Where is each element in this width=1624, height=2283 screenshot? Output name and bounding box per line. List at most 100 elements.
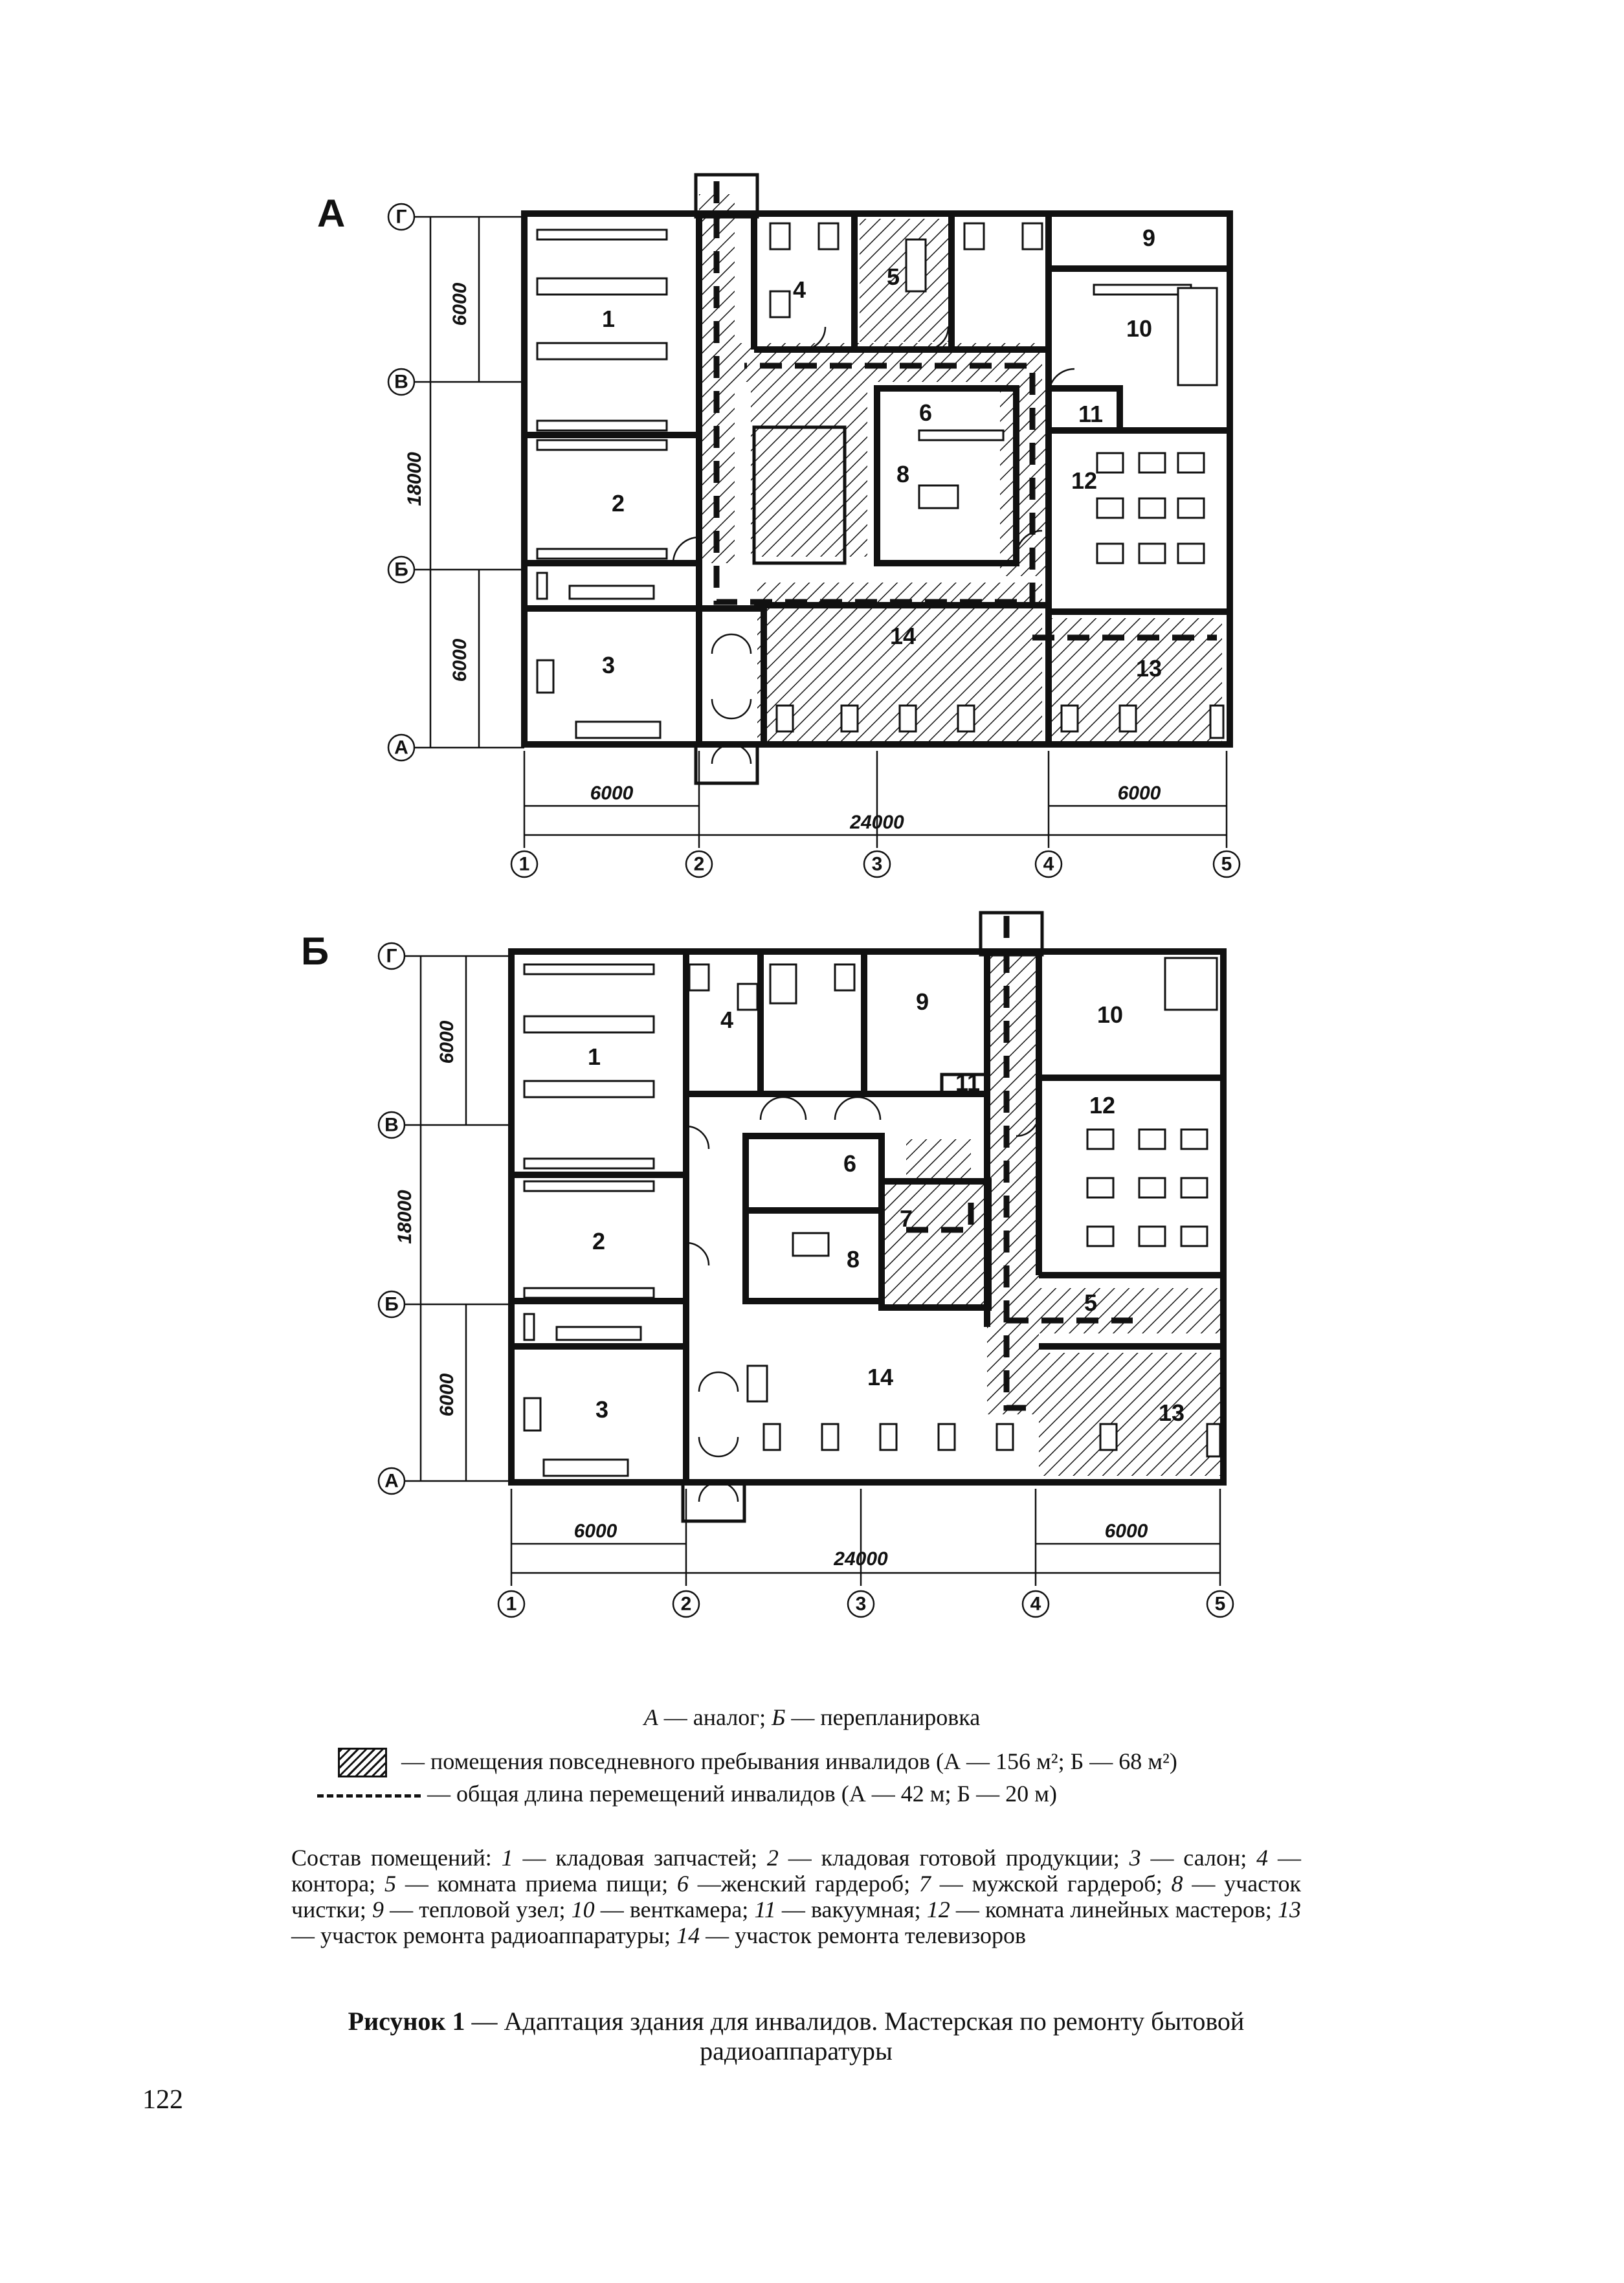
axis-col-1: 1 <box>519 854 530 875</box>
room-5-label: 5 <box>887 263 900 290</box>
plan-letter-b: Б <box>301 930 329 973</box>
room-2-label: 2 <box>592 1228 605 1254</box>
composition-num: 10 <box>571 1897 595 1922</box>
composition-text: — контора; <box>291 1845 1301 1897</box>
axis-row-v: В <box>394 372 408 393</box>
composition-text: — комната приема пищи; <box>396 1871 677 1897</box>
room-4-label: 4 <box>793 276 806 303</box>
dim-top-left: 6000 <box>449 282 471 326</box>
room-12-label: 12 <box>1089 1092 1115 1119</box>
floor-plan-b: Б <box>301 911 1234 1618</box>
room-10-label: 10 <box>1126 315 1152 342</box>
dim-top-left: 6000 <box>436 1020 458 1064</box>
dim-total-vertical: 18000 <box>404 452 425 506</box>
room-10-label: 10 <box>1097 1001 1123 1028</box>
room-2-label: 2 <box>612 490 625 517</box>
room-12-label: 12 <box>1071 467 1097 494</box>
plans-caption: А — аналог; Б — перепланировка <box>0 1704 1624 1731</box>
room-9-label: 9 <box>916 988 929 1015</box>
legend-dash-line <box>317 1794 421 1798</box>
axis-col-3: 3 <box>872 854 883 875</box>
composition-num: 1 <box>501 1845 513 1871</box>
axis-row-g: Г <box>395 206 406 228</box>
composition-intro: Состав помещений: <box>291 1845 502 1871</box>
figure-label: Рисунок 1 <box>348 2007 465 2036</box>
room-14-label: 14 <box>867 1364 893 1390</box>
composition-text: — участок чистки; <box>291 1871 1302 1922</box>
composition-text: — комната линейных мастеров; <box>950 1897 1278 1922</box>
composition-text: — участок ремонта радиоаппаратуры; <box>291 1922 677 1948</box>
axis-col-5: 5 <box>1221 854 1232 875</box>
composition-text: — мужской гардероб; <box>930 1871 1172 1897</box>
room-9-label: 9 <box>1142 225 1155 251</box>
figure-title-text: — Адаптация здания для инвалидов. Мастер… <box>465 2007 1245 2066</box>
composition-text: — вакуумная; <box>775 1897 927 1922</box>
composition-num: 11 <box>754 1897 776 1922</box>
dim-left: 6000 <box>590 783 634 804</box>
composition-num: 7 <box>918 1871 931 1897</box>
page-number: 122 <box>142 2085 183 2115</box>
composition-text: — кладовая готовой продукции; <box>778 1845 1129 1871</box>
axis-col-2: 2 <box>681 1594 692 1615</box>
composition-text: — салон; <box>1140 1845 1257 1871</box>
composition-num: 6 <box>676 1871 689 1897</box>
room-7-label: 7 <box>900 1205 913 1232</box>
axis-row-b: Б <box>384 1294 399 1315</box>
composition-num: 13 <box>1278 1897 1301 1922</box>
room-3-label: 3 <box>602 652 615 678</box>
composition-num: 14 <box>676 1922 700 1948</box>
legend-hatch-swatch <box>338 1748 387 1777</box>
composition-text: — кладовая запчастей; <box>513 1845 767 1871</box>
axis-col-4: 4 <box>1030 1594 1041 1615</box>
room-6-label: 6 <box>919 399 932 426</box>
axis-row-b: Б <box>394 559 408 581</box>
room-composition: Состав помещений: 1 — кладовая запчастей… <box>291 1845 1301 1948</box>
axis-col-1: 1 <box>506 1594 517 1615</box>
room-5-label: 5 <box>1084 1289 1097 1316</box>
room-3-label: 3 <box>595 1396 608 1423</box>
composition-num: 2 <box>766 1845 779 1871</box>
room-11-label: 11 <box>955 1069 980 1096</box>
room-8-label: 8 <box>896 461 909 487</box>
composition-num: 3 <box>1129 1845 1141 1871</box>
room-4-label: 4 <box>720 1007 733 1033</box>
dim-bottom-left: 6000 <box>449 638 471 682</box>
composition-text: —женский гардероб; <box>688 1871 919 1897</box>
room-13-label: 13 <box>1136 655 1162 682</box>
dim-total-horizontal: 24000 <box>833 1548 888 1570</box>
room-13-label: 13 <box>1159 1399 1185 1426</box>
composition-text: — участок ремонта телевизоров <box>700 1922 1026 1948</box>
axis-row-a: А <box>384 1471 399 1492</box>
composition-num: 4 <box>1256 1845 1269 1871</box>
axis-col-4: 4 <box>1043 854 1054 875</box>
axis-col-2: 2 <box>694 854 705 875</box>
caption-a-text: — аналог; <box>658 1704 772 1730</box>
dim-left: 6000 <box>574 1520 617 1542</box>
composition-num: 9 <box>372 1897 384 1922</box>
room-14-label: 14 <box>890 623 916 649</box>
axis-row-v: В <box>384 1115 399 1136</box>
legend-hatched-text: — помещения повседневного пребывания инв… <box>401 1748 1177 1774</box>
dim-bottom-left: 6000 <box>436 1373 458 1416</box>
axis-col-5: 5 <box>1215 1594 1226 1615</box>
dim-total-vertical: 18000 <box>394 1190 416 1244</box>
figure-title: Рисунок 1 — Адаптация здания для инвалид… <box>291 2007 1301 2066</box>
axis-col-3: 3 <box>856 1594 867 1615</box>
room-1-label: 1 <box>588 1043 601 1070</box>
caption-a-letter: А <box>643 1704 658 1730</box>
floor-plan-a: А <box>317 173 1241 878</box>
composition-num: 5 <box>384 1871 396 1897</box>
room-6-label: 6 <box>843 1150 856 1177</box>
composition-text: — тепловой узел; <box>383 1897 572 1922</box>
dim-total-horizontal: 24000 <box>849 812 904 833</box>
axis-row-g: Г <box>386 946 397 967</box>
dim-right: 6000 <box>1105 1520 1148 1542</box>
composition-num: 12 <box>926 1897 950 1922</box>
caption-b-text: — перепланировка <box>785 1704 981 1730</box>
composition-num: 8 <box>1171 1871 1183 1897</box>
caption-b-letter: Б <box>772 1704 786 1730</box>
room-8-label: 8 <box>847 1246 860 1273</box>
axis-row-a: А <box>394 737 408 759</box>
plan-letter-a: А <box>317 192 345 235</box>
legend-dashed-text: — общая длина перемещений инвалидов (А —… <box>427 1781 1057 1807</box>
